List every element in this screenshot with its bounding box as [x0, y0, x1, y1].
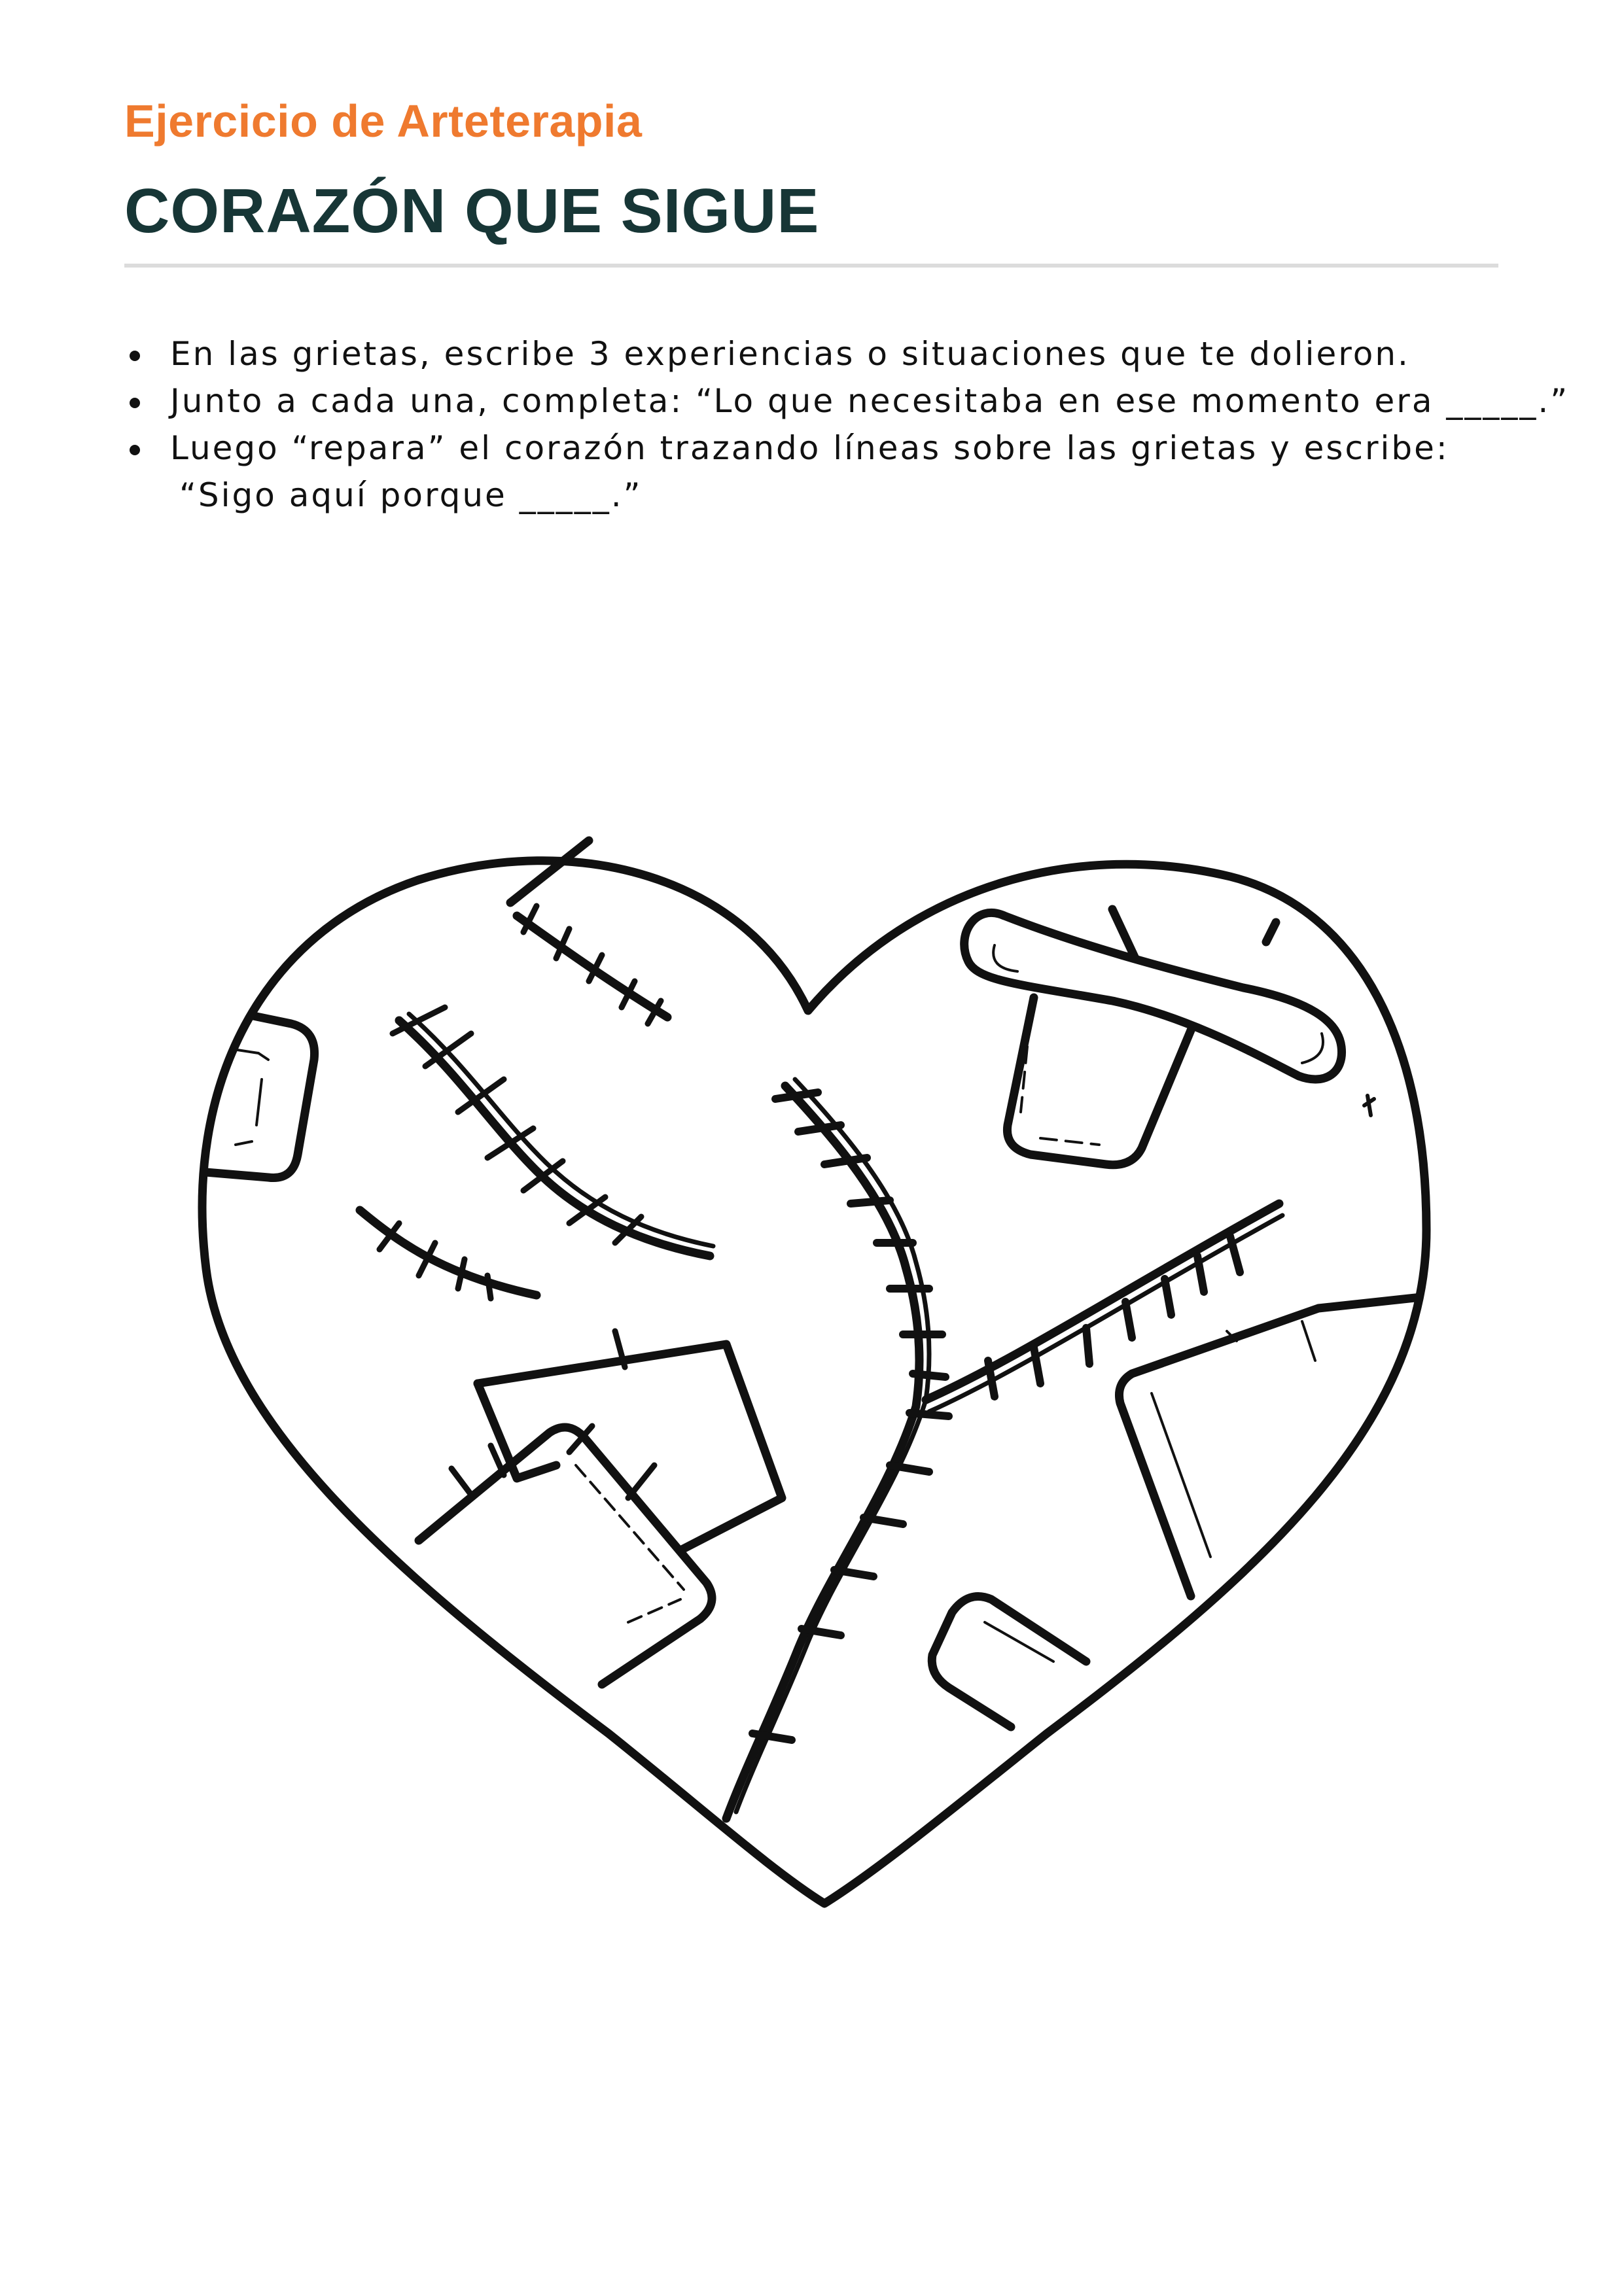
header-divider [124, 264, 1498, 268]
instruction-text: En las grietas, escribe 3 experiencias o… [170, 335, 1410, 373]
bullet-icon [130, 398, 140, 408]
page-subtitle: Ejercicio de Arteterapia [124, 96, 643, 147]
instruction-list: En las grietas, escribe 3 experiencias o… [124, 330, 1583, 519]
instruction-continuation: “Sigo aquí porque _____.” [179, 476, 643, 514]
instruction-item: Luego “repara” el corazón trazando línea… [124, 425, 1583, 519]
page-title: CORAZÓN QUE SIGUE [124, 176, 820, 246]
bullet-icon [130, 351, 140, 361]
instruction-text: Junto a cada una, completa: “Lo que nece… [170, 382, 1570, 420]
instruction-text: Luego “repara” el corazón trazando línea… [170, 429, 1449, 467]
bullet-icon [130, 445, 140, 455]
stitched-heart-icon [198, 836, 1431, 1908]
header: Ejercicio de Arteterapia CORAZÓN QUE SIG… [124, 98, 1498, 243]
instruction-item: Junto a cada una, completa: “Lo que nece… [124, 377, 1583, 425]
instruction-item: En las grietas, escribe 3 experiencias o… [124, 330, 1583, 377]
